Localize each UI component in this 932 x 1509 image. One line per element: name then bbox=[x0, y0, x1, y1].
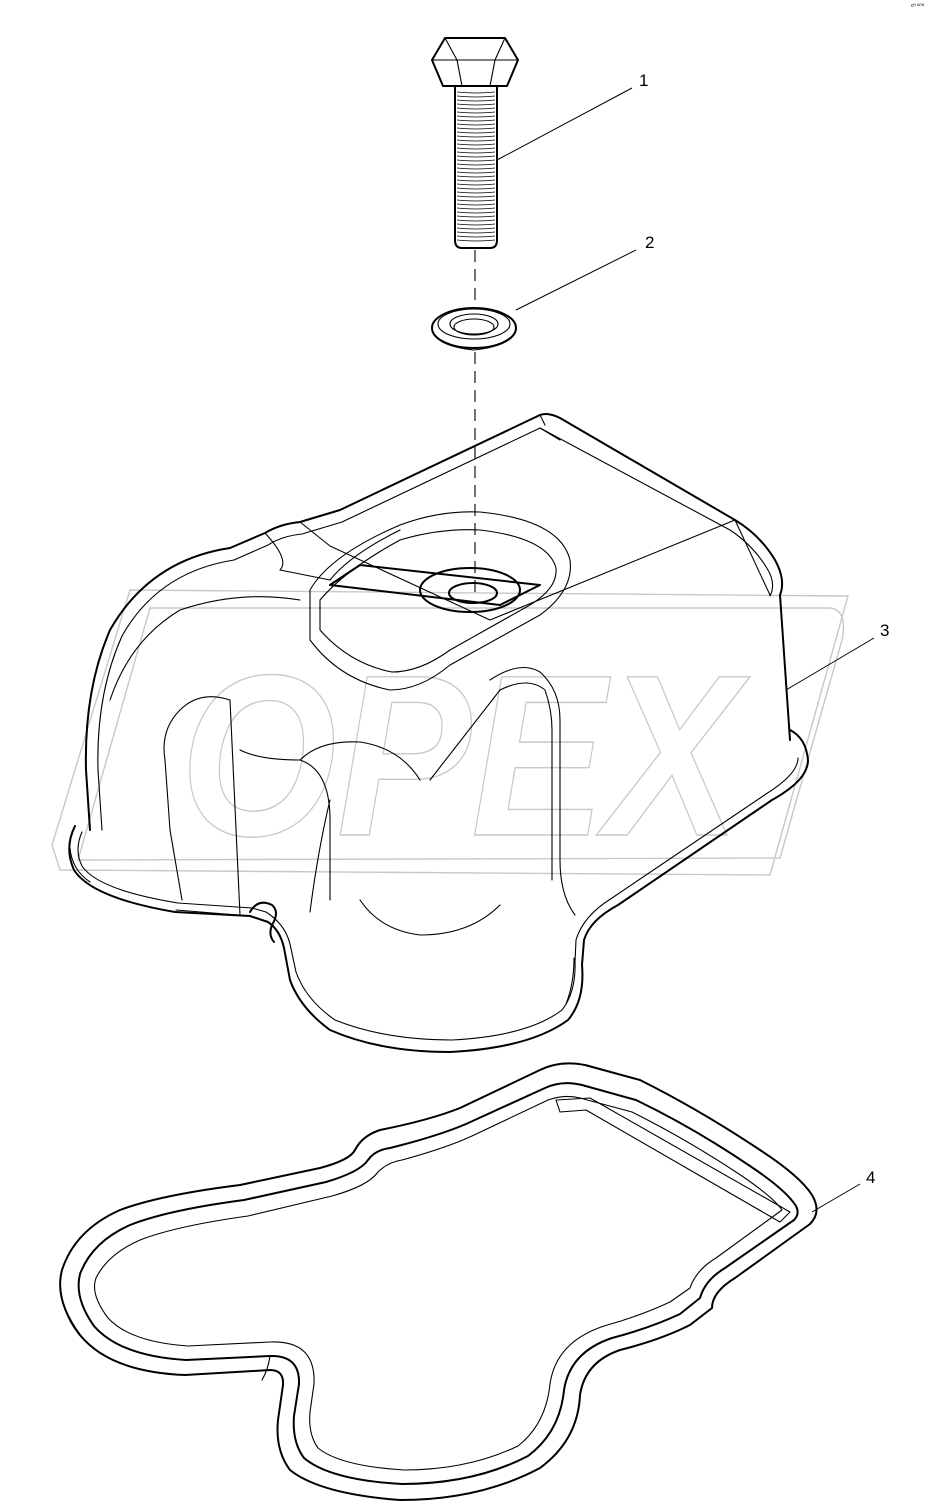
bolt-thread bbox=[456, 123, 496, 126]
bolt-thread bbox=[456, 111, 496, 114]
bolt-thread bbox=[456, 235, 496, 238]
watermark-text: OPEX bbox=[180, 627, 750, 884]
callout-2: 2 bbox=[645, 233, 654, 252]
bolt-thread bbox=[456, 203, 496, 206]
bolt-thread bbox=[456, 227, 496, 230]
bolt-thread bbox=[456, 91, 496, 94]
leader-lines bbox=[496, 87, 875, 1213]
bolt-thread bbox=[456, 187, 496, 190]
bolt-thread bbox=[456, 207, 496, 210]
callout-4: 4 bbox=[866, 1168, 875, 1187]
gasket-icon bbox=[59, 1062, 818, 1501]
bolt-thread bbox=[456, 147, 496, 150]
leader-4 bbox=[811, 1183, 861, 1213]
bolt-thread bbox=[456, 155, 496, 158]
bolt-thread bbox=[456, 195, 496, 198]
bolt-thread bbox=[456, 139, 496, 142]
bolt-thread bbox=[456, 167, 496, 170]
bolt-thread bbox=[456, 143, 496, 146]
bolt-thread bbox=[456, 99, 496, 102]
bolt-thread bbox=[456, 215, 496, 218]
bolt-thread bbox=[456, 135, 496, 138]
callout-3: 3 bbox=[880, 621, 889, 640]
washer-icon bbox=[431, 307, 517, 351]
bolt-thread bbox=[456, 239, 496, 242]
bolt-thread bbox=[456, 211, 496, 214]
bolt-thread bbox=[456, 119, 496, 122]
bolt-thread bbox=[456, 95, 496, 98]
leader-2 bbox=[515, 249, 637, 311]
bolt-thread bbox=[456, 175, 496, 178]
bolt-thread bbox=[456, 151, 496, 154]
bolt-icon bbox=[431, 37, 519, 249]
valve-cover-icon bbox=[68, 413, 809, 1053]
bolt-thread bbox=[456, 199, 496, 202]
bolt-thread bbox=[456, 191, 496, 194]
corner-mark: ᴄᴺ ᴬᴼᴺ bbox=[910, 3, 924, 9]
bolt-thread bbox=[456, 127, 496, 130]
bolt-thread bbox=[456, 171, 496, 174]
leader-1 bbox=[496, 87, 633, 161]
callout-1: 1 bbox=[639, 71, 648, 90]
bolt-thread bbox=[456, 159, 496, 162]
bolt-thread bbox=[456, 223, 496, 226]
bolt-thread bbox=[456, 231, 496, 234]
bolt-thread bbox=[456, 163, 496, 166]
opex-watermark: OPEX bbox=[51, 589, 849, 885]
bolt-thread bbox=[456, 103, 496, 106]
bolt-thread bbox=[456, 107, 496, 110]
bolt-thread bbox=[456, 115, 496, 118]
bolt-thread bbox=[456, 183, 496, 186]
bolt-thread bbox=[456, 131, 496, 134]
bolt-thread bbox=[456, 219, 496, 222]
leader-3 bbox=[785, 637, 875, 691]
bolt-thread bbox=[456, 179, 496, 182]
